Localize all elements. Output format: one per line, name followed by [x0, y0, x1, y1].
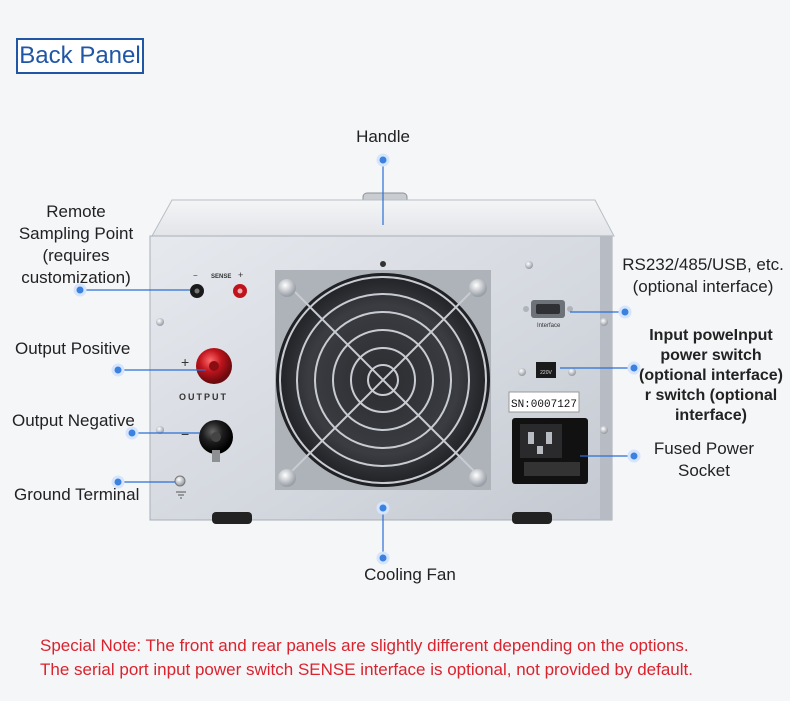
remote-sampling-line-3: (requires [42, 246, 110, 265]
fused-socket-line-1: Fused Power [653, 439, 755, 458]
interface-callout-dot [618, 305, 632, 319]
output-positive-callout-dot [111, 363, 125, 377]
handle-callout-dot [376, 153, 390, 167]
panel-screws [156, 261, 608, 434]
interface-label: Interface [537, 323, 561, 329]
special-note-line-1: Special Note: The front and rear panels … [40, 636, 689, 655]
remote-sampling-line-4: customization) [21, 268, 131, 287]
foot-right [512, 512, 552, 524]
output-label: OUTPUT [179, 392, 228, 402]
output-minus-label: − [181, 426, 189, 442]
fused-power-socket [512, 418, 588, 484]
interface-label-text: RS232/485/USB, etc. (optional interface) [618, 254, 788, 298]
sense-label: SENSE [211, 274, 231, 280]
ground-callout-dot [111, 475, 125, 489]
output-terminals: + OUTPUT − [179, 348, 233, 462]
fused-socket-label: Fused Power Socket [642, 438, 766, 482]
fan-callout-dot [376, 551, 390, 565]
fan-callout-dot-top [376, 501, 390, 515]
handle-label: Handle [356, 127, 410, 146]
panel-side [600, 236, 612, 520]
serial-number: SN:0007127 [511, 399, 577, 411]
output-negative-callout-dot [125, 426, 139, 440]
power-switch-line-5: interface) [674, 407, 748, 424]
power-switch-line-4: r switch (optional [644, 387, 778, 404]
sense-terminals: − SENSE + [190, 270, 247, 298]
foot-left [212, 512, 252, 524]
power-switch-line-1: Input poweInput [649, 327, 773, 344]
power-switch-line-2: power switch [660, 347, 762, 364]
callout-lines [80, 160, 634, 558]
page-title: Back Panel [16, 38, 144, 74]
cooling-fan [275, 270, 491, 490]
remote-sampling-line-1: Remote [46, 202, 106, 221]
sense-plus-label: + [238, 270, 243, 280]
sense-minus-label: − [193, 271, 198, 280]
interface-connector: Interface [523, 300, 573, 329]
switch-callout-dot [627, 361, 641, 375]
output-positive-label: Output Positive [15, 339, 131, 358]
callout-dots [73, 153, 641, 565]
power-switch: 220V [536, 362, 556, 378]
socket-callout-dot [627, 449, 641, 463]
special-note-line-2: The serial port input power switch SENSE… [40, 660, 693, 679]
remote-sampling-label: Remote Sampling Point (requires customiz… [6, 201, 146, 289]
ground-terminal [174, 475, 186, 499]
power-switch-line-3: (optional interface) [638, 367, 783, 384]
switch-label: 220V [540, 370, 552, 376]
serial-sticker: SN:0007127 [508, 391, 580, 413]
interface-line-1: RS232/485/USB, etc. [622, 255, 784, 274]
interface-line-2: (optional interface) [632, 277, 774, 296]
output-negative-label: Output Negative [12, 411, 135, 430]
power-switch-label: Input poweInput power switch (optional i… [637, 326, 785, 426]
fused-socket-line-2: Socket [678, 461, 730, 480]
cooling-fan-label: Cooling Fan [364, 565, 456, 584]
ground-terminal-label: Ground Terminal [14, 485, 140, 504]
sense-callout-dot [73, 283, 87, 297]
hole [380, 261, 386, 267]
remote-sampling-line-2: Sampling Point [18, 224, 134, 243]
output-plus-label: + [181, 354, 189, 370]
